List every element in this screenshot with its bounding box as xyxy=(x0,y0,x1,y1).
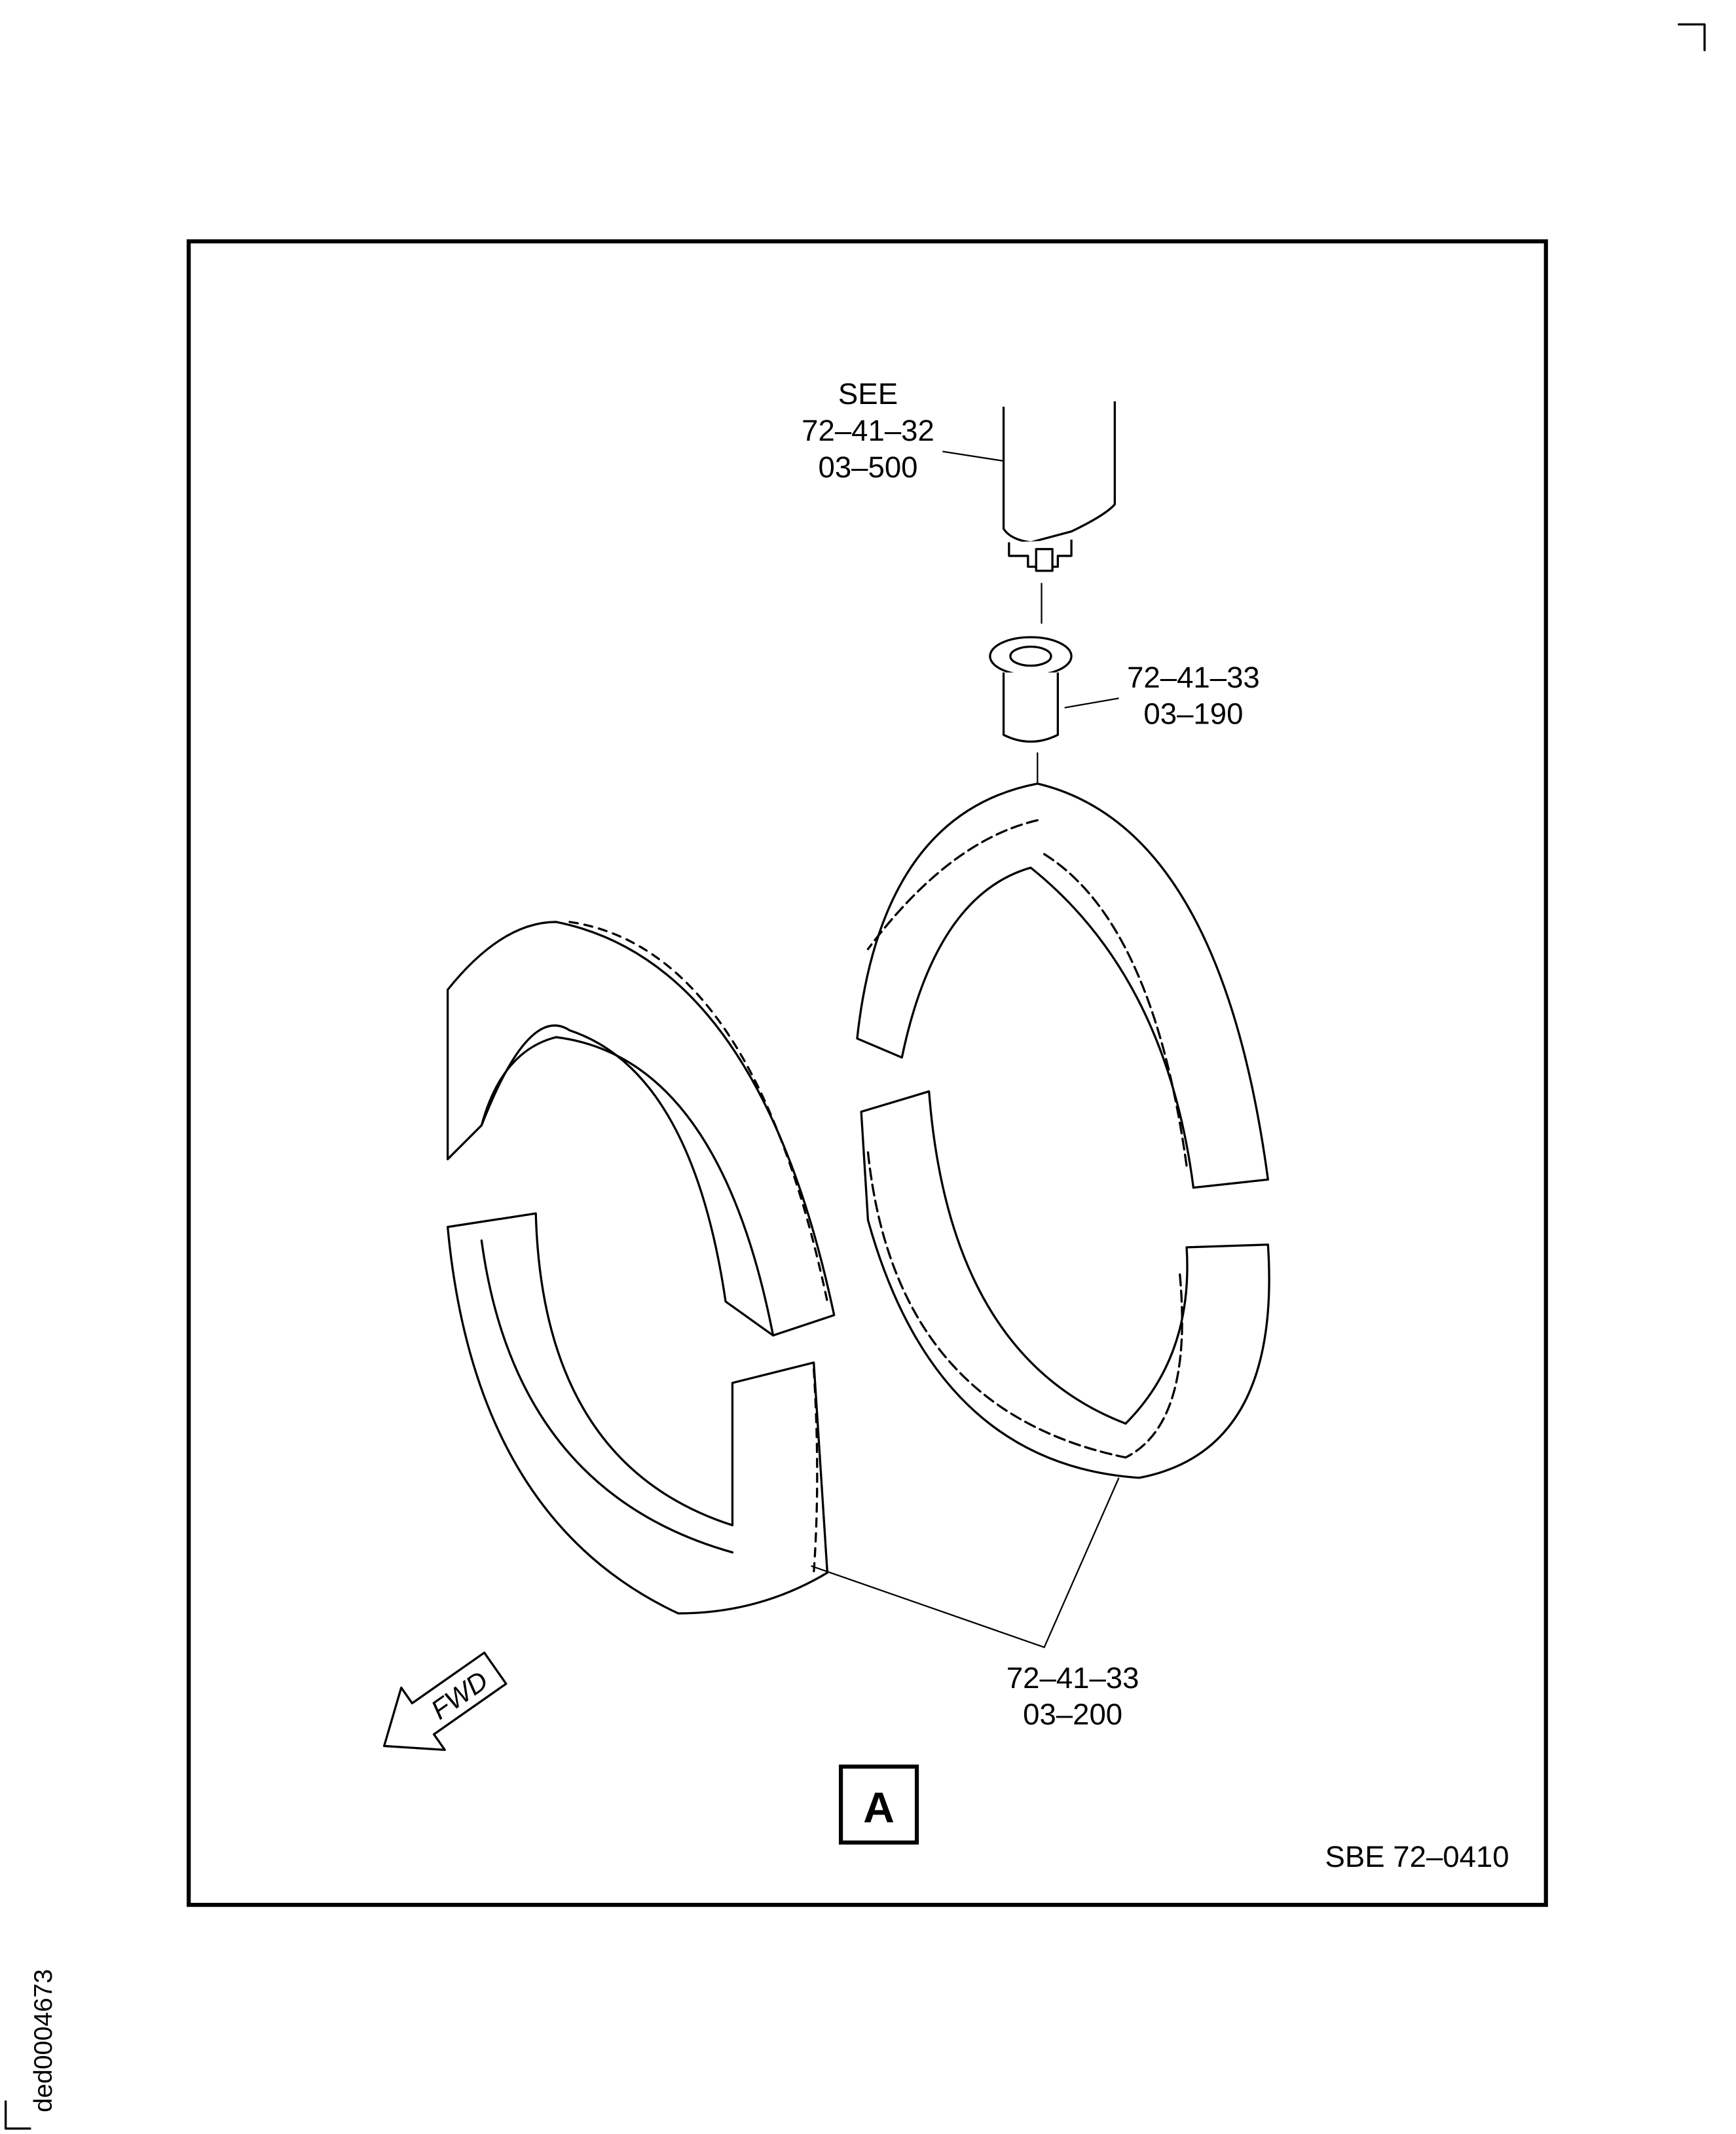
leader-lines xyxy=(811,451,1120,1649)
sheet-reference: SBE 72–0410 xyxy=(1325,1840,1509,1873)
svg-text:72–41–32: 72–41–32 xyxy=(802,414,934,447)
drawing-id: ded0004673 xyxy=(29,1969,58,2112)
lower-right-ring-segment xyxy=(860,1090,1270,1479)
svg-text:72–41–33: 72–41–33 xyxy=(1127,661,1260,694)
upper-right-ring-segment xyxy=(856,782,1269,1189)
lower-left-ring-half xyxy=(446,1212,829,1615)
svg-text:SEE: SEE xyxy=(838,377,898,411)
svg-text:03–190: 03–190 xyxy=(1143,697,1243,731)
crop-mark-bottom-left xyxy=(4,2100,31,2130)
fwd-arrow: FWD xyxy=(382,1651,508,1752)
callout-shaft: SEE 72–41–32 03–500 xyxy=(802,377,934,484)
view-label: A xyxy=(863,1784,895,1832)
view-label-box xyxy=(838,1764,919,1845)
crop-mark-top-right xyxy=(1678,23,1706,52)
svg-text:03–200: 03–200 xyxy=(1023,1698,1122,1731)
figure-frame xyxy=(187,239,1548,1907)
svg-text:72–41–33: 72–41–33 xyxy=(1007,1661,1139,1695)
callout-ring: 72–41–33 03–200 xyxy=(1007,1661,1139,1731)
upper-left-ring-half xyxy=(446,921,836,1337)
svg-text:03–500: 03–500 xyxy=(819,451,918,484)
shaft-part xyxy=(1002,401,1116,624)
callout-bushing: 72–41–33 03–190 xyxy=(1127,661,1260,731)
